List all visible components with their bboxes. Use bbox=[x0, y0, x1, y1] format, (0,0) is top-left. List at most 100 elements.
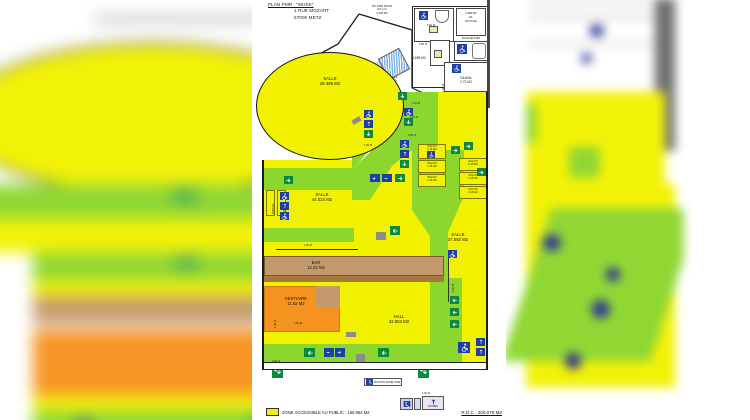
exit-arrow-left-icon-6 bbox=[378, 348, 389, 357]
legend: ZONE ACCESSIBLE AU PUBLIC : 160.964 M2 bbox=[266, 408, 370, 416]
preview-left-image bbox=[0, 14, 252, 420]
door-block-3 bbox=[346, 332, 356, 337]
dim-vestiaire-h: 1.50 M bbox=[293, 322, 303, 325]
hearing-loop-icon-5 bbox=[476, 348, 485, 356]
wheelchair-icon-right-1 bbox=[448, 250, 457, 258]
room-label-vestiaire-name: VESTIAIRE bbox=[284, 296, 308, 301]
dim-label-3: 1.60 M bbox=[410, 116, 418, 119]
preview-right-image bbox=[506, 0, 750, 420]
floor-plan-main[interactable]: PLAN PMR : "MUSK" 1 RUE MOZART 57000 MET… bbox=[252, 0, 506, 420]
door-block-2 bbox=[356, 354, 365, 362]
accessible-route-icon-4 bbox=[335, 348, 345, 357]
plan-title-line3: 57000 METZ bbox=[294, 14, 322, 20]
hearing-loop-icon-1 bbox=[364, 120, 373, 128]
door-block-1 bbox=[376, 232, 386, 240]
room-label-sauna-name: SAUNA bbox=[460, 76, 472, 80]
room-label-hall-name: HALL bbox=[393, 314, 405, 319]
accessible-route-icon-2 bbox=[382, 174, 392, 182]
legend-accessible-label: ZONE ACCESSIBLE AU PUBLIC : 160.964 M2 bbox=[282, 409, 370, 415]
dim-label-8: 1.60 M bbox=[422, 392, 430, 395]
douche-et: ET bbox=[469, 16, 473, 19]
room-label-salon5-name: SALON bbox=[468, 174, 478, 177]
wheelchair-icon-left-1 bbox=[280, 192, 289, 200]
room-label-salon2-area: 2.16 M2 bbox=[427, 165, 437, 169]
preview-panel-left[interactable] bbox=[0, 0, 252, 420]
douche-pmr-label: DOUCHE PMR bbox=[461, 37, 481, 40]
room-salon-3 bbox=[418, 174, 446, 187]
dim-label-6: 1.60 M bbox=[364, 144, 372, 147]
room-salle-ellipse bbox=[256, 52, 404, 160]
hearing-loop-icon-4 bbox=[476, 338, 485, 346]
shower-tray bbox=[472, 43, 486, 59]
douche-label: DOUCHE bbox=[465, 20, 477, 23]
dim-vestiaire-v: 1.40 M bbox=[274, 320, 277, 328]
entrance-label: ENTREE bbox=[428, 405, 438, 408]
wc-pmr-label-2: H/F et F bbox=[377, 8, 387, 12]
exit-arrow-left-icon-2 bbox=[450, 296, 459, 304]
exit-arrow-down-icon-2 bbox=[398, 92, 407, 100]
exit-arrow-right-icon-3 bbox=[477, 168, 486, 176]
wc-fixture bbox=[429, 26, 438, 33]
exit-arrow-left-icon-3 bbox=[450, 308, 459, 316]
room-label-salon5-area: 2.16 M2 bbox=[468, 177, 478, 181]
exit-arrow-left-icon-4 bbox=[450, 320, 459, 328]
room-label-salle1-name: SALLE bbox=[323, 76, 337, 81]
room-label-salon4-name: SALON bbox=[468, 160, 478, 163]
room-label-salle3-area: 37.592 M2 bbox=[447, 237, 469, 242]
espace-label-1: ESPACE bbox=[272, 203, 275, 214]
room-label-salon1-name: SALON bbox=[427, 145, 437, 148]
room-bar bbox=[264, 256, 444, 276]
exit-arrow-right-icon-4 bbox=[284, 176, 293, 184]
legend-swatch bbox=[266, 408, 279, 416]
room-label-salle2-name: SALLE bbox=[315, 192, 329, 197]
dim-label-1: 1.60 M bbox=[304, 244, 312, 247]
wheelchair-icon-corridor-1 bbox=[364, 110, 373, 118]
room-label-hall-area: 32.953 M2 bbox=[388, 319, 410, 324]
dim-wc: 0.90 M bbox=[426, 24, 436, 27]
dim-label-2: 1.50 M bbox=[452, 284, 455, 292]
espace-box-1 bbox=[266, 190, 275, 216]
dim-line-1 bbox=[276, 249, 358, 250]
wheelchair-icon-left-2 bbox=[280, 212, 289, 220]
entrance-label-box: ENTREE bbox=[422, 396, 444, 410]
wc-pmr-area: 3.268 M2 bbox=[376, 11, 388, 15]
room-label-bar-name: BAR bbox=[311, 260, 321, 265]
exit-arrow-right-icon-5 bbox=[395, 174, 405, 182]
room-vestiaire bbox=[264, 286, 340, 332]
wheelchair-shower-icon bbox=[457, 44, 467, 54]
room-label-salon3-area: 2.16 M2 bbox=[427, 179, 437, 183]
exit-arrow-left-icon-1 bbox=[390, 226, 400, 235]
room-label-vestiaire-area: 11.52 M2 bbox=[287, 301, 305, 306]
call-button-label: BOUTON APPEL PMR bbox=[374, 380, 401, 384]
exit-arrow-down-icon-4 bbox=[400, 160, 409, 168]
exit-arrow-left-icon-5 bbox=[304, 348, 315, 357]
room-label-salle1-area: 28.395 M2 bbox=[319, 81, 341, 86]
exit-arrow-right-icon-1 bbox=[451, 146, 460, 154]
exit-arrow-down-icon-3 bbox=[404, 118, 413, 126]
accessible-route-icon-1 bbox=[370, 174, 380, 182]
room-label-sauna-area: 2.72 M2 bbox=[460, 80, 472, 84]
entrance-side-box bbox=[414, 398, 421, 410]
room-label-salon1-area: 2.16 M2 bbox=[427, 148, 437, 152]
room-label-salon6-name: SALON bbox=[468, 188, 478, 191]
dim-line-2 bbox=[448, 254, 449, 302]
vestiaire-bench bbox=[316, 286, 340, 308]
circulation-area-label: 5.895 M2 bbox=[412, 56, 426, 60]
douche-area: 3.389 M2 bbox=[465, 12, 477, 15]
entrance-marker[interactable]: ENTREE bbox=[400, 396, 444, 410]
wheelchair-icon-corridor-3 bbox=[400, 140, 409, 148]
wc-pmr-label-1: WC PMR MIXTE bbox=[371, 5, 393, 8]
exterior-wall-left bbox=[262, 160, 264, 370]
accessible-route-icon-3 bbox=[324, 348, 334, 357]
room-salon-2 bbox=[418, 160, 446, 173]
preview-panel-right[interactable] bbox=[506, 0, 750, 420]
douche-room bbox=[456, 8, 486, 36]
wheelchair-salon-icon bbox=[427, 151, 435, 158]
exterior-wall-right bbox=[487, 0, 490, 108]
bouton-appel-pmr[interactable]: BOUTON APPEL PMR bbox=[364, 378, 403, 386]
wheelchair-icon-entrance bbox=[458, 342, 470, 353]
entrance-access-box bbox=[400, 398, 413, 410]
rdc-total-label: R.D.C : 200.076 M2 bbox=[461, 410, 502, 415]
room-label-bar-area: 12.32 M2 bbox=[307, 265, 325, 270]
